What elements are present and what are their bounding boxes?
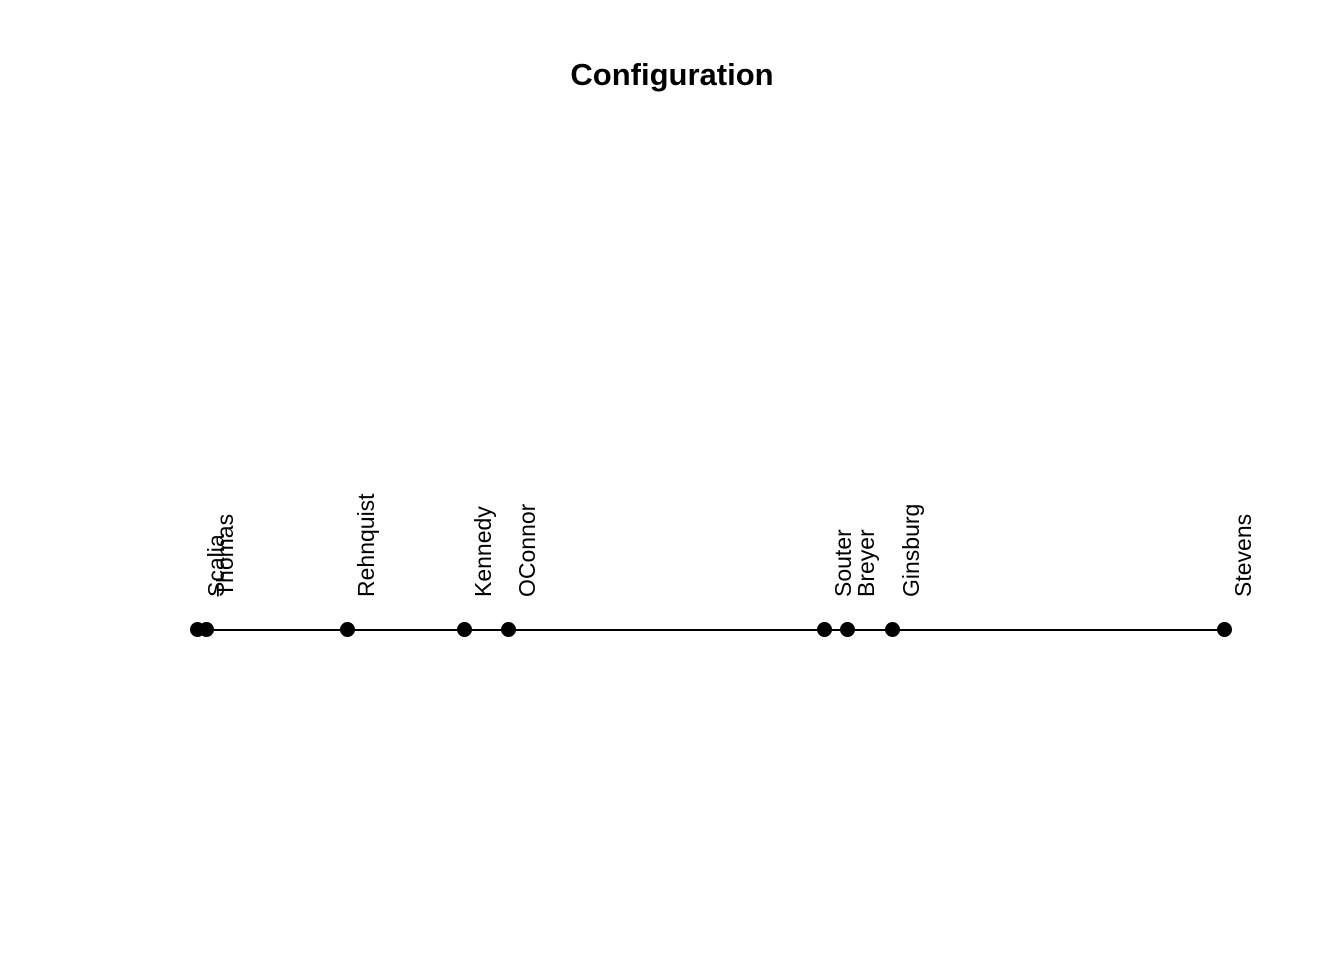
data-point: [839, 621, 855, 637]
data-point: [456, 621, 472, 637]
data-point: [500, 621, 516, 637]
data-point: [816, 621, 832, 637]
configuration-axis-line: [197, 629, 1224, 631]
point-label: Thomas: [212, 513, 238, 597]
point-label: Breyer: [853, 529, 879, 597]
point-label: Stevens: [1230, 513, 1256, 597]
point-label: Kennedy: [470, 506, 496, 597]
data-point: [884, 621, 900, 637]
point-label: Scalia: [203, 534, 229, 597]
point-label: Souter: [830, 529, 856, 597]
point-label: Rehnquist: [353, 493, 379, 597]
point-label: OConnor: [514, 503, 540, 597]
data-point: [339, 621, 355, 637]
point-label: Ginsburg: [898, 503, 924, 597]
plot-title: Configuration: [570, 57, 774, 92]
data-point: [198, 621, 214, 637]
data-point: [1216, 621, 1232, 637]
